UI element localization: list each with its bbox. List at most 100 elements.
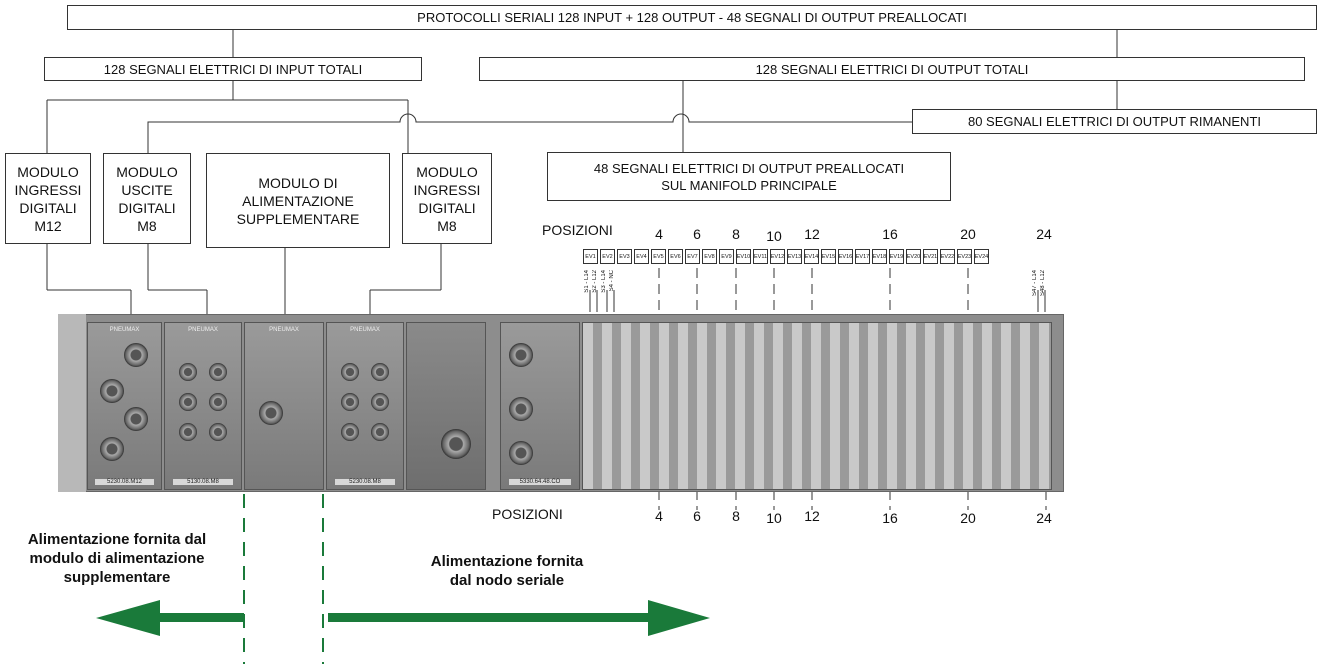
module-code: 5230.08.M8 bbox=[335, 479, 396, 485]
position-number: 8 bbox=[732, 508, 740, 524]
ev-label: EV12 bbox=[770, 249, 785, 264]
ev-label: EV24 bbox=[974, 249, 989, 264]
connector-icon bbox=[179, 393, 197, 411]
position-number: 4 bbox=[655, 508, 663, 524]
brand-label: PNEUMAX bbox=[245, 327, 323, 333]
ev-label: EV10 bbox=[736, 249, 751, 264]
output-remaining-label: 80 SEGNALI ELETTRICI DI OUTPUT RIMANENTI bbox=[968, 113, 1261, 130]
position-number: 24 bbox=[1036, 510, 1052, 526]
input-total-box: 128 SEGNALI ELETTRICI DI INPUT TOTALI bbox=[44, 57, 422, 81]
module-output-m8: PNEUMAX 5130.08.M8 bbox=[164, 322, 242, 490]
connector-icon bbox=[371, 363, 389, 381]
ev-label: EV11 bbox=[753, 249, 768, 264]
position-number: 16 bbox=[882, 226, 898, 242]
module-box-output-m8: MODULO USCITE DIGITALI M8 bbox=[103, 153, 191, 244]
position-number: 10 bbox=[766, 228, 782, 244]
cap-icon bbox=[441, 429, 471, 459]
position-number: 12 bbox=[804, 508, 820, 524]
side-tag: S4 - NC bbox=[609, 270, 615, 291]
connector-icon bbox=[341, 393, 359, 411]
module-label-power: MODULO DI ALIMENTAZIONE SUPPLEMENTARE bbox=[237, 174, 360, 228]
module-code: 5130.08.M8 bbox=[173, 479, 234, 485]
connector-icon bbox=[371, 423, 389, 441]
connector-icon bbox=[341, 423, 359, 441]
position-number: 20 bbox=[960, 510, 976, 526]
side-tag: S3 - L14 bbox=[601, 270, 607, 293]
brand-label: PNEUMAX bbox=[327, 327, 403, 333]
ev-label: EV5 bbox=[651, 249, 666, 264]
side-tag: S1 - L14 bbox=[584, 270, 590, 293]
blank-plate bbox=[406, 322, 486, 490]
position-number: 8 bbox=[732, 226, 740, 242]
module-label-input-m8: MODULO INGRESSI DIGITALI M8 bbox=[414, 163, 481, 235]
ev-label: EV3 bbox=[617, 249, 632, 264]
ev-label: EV7 bbox=[685, 249, 700, 264]
module-box-input-m8: MODULO INGRESSI DIGITALI M8 bbox=[402, 153, 492, 244]
position-number: 12 bbox=[804, 226, 820, 242]
ev-label: EV19 bbox=[889, 249, 904, 264]
position-number: 20 bbox=[960, 226, 976, 242]
output-total-label: 128 SEGNALI ELETTRICI DI OUTPUT TOTALI bbox=[756, 61, 1029, 78]
position-number: 4 bbox=[655, 226, 663, 242]
connector-icon bbox=[100, 379, 124, 403]
position-number: 6 bbox=[693, 508, 701, 524]
connector-icon bbox=[179, 423, 197, 441]
connector-icon bbox=[509, 441, 533, 465]
ev-label: EV9 bbox=[719, 249, 734, 264]
ev-label: EV22 bbox=[940, 249, 955, 264]
input-total-label: 128 SEGNALI ELETTRICI DI INPUT TOTALI bbox=[104, 61, 362, 78]
ev-label: EV2 bbox=[600, 249, 615, 264]
connector-icon bbox=[209, 363, 227, 381]
output-total-box: 128 SEGNALI ELETTRICI DI OUTPUT TOTALI bbox=[479, 57, 1305, 81]
valve-manifold bbox=[582, 322, 1052, 490]
connector-icon bbox=[371, 393, 389, 411]
module-label-input-m12: MODULO INGRESSI DIGITALI M12 bbox=[15, 163, 82, 235]
position-number: 10 bbox=[766, 510, 782, 526]
module-box-power: MODULO DI ALIMENTAZIONE SUPPLEMENTARE bbox=[206, 153, 390, 248]
connector-icon bbox=[259, 401, 283, 425]
ev-label: EV20 bbox=[906, 249, 921, 264]
ev-label: EV15 bbox=[821, 249, 836, 264]
output-remaining-box: 80 SEGNALI ELETTRICI DI OUTPUT RIMANENTI bbox=[912, 109, 1317, 134]
ev-label: EV1 bbox=[583, 249, 598, 264]
caption-right: Alimentazione fornita dal nodo seriale bbox=[392, 552, 622, 590]
ev-label: EV16 bbox=[838, 249, 853, 264]
ev-label-row: EV1 EV2 EV3 EV4 EV5 EV6 EV7 EV8 EV9 EV10… bbox=[583, 249, 989, 264]
ev-label: EV8 bbox=[702, 249, 717, 264]
ev-label: EV4 bbox=[634, 249, 649, 264]
output-prealloc-label: 48 SEGNALI ELETTRICI DI OUTPUT PREALLOCA… bbox=[594, 160, 904, 194]
side-tag: S48 - L12 bbox=[1040, 270, 1046, 296]
connector-icon bbox=[509, 397, 533, 421]
side-tag: S47 - L14 bbox=[1032, 270, 1038, 296]
position-number: 16 bbox=[882, 510, 898, 526]
brand-label: PNEUMAX bbox=[88, 327, 161, 333]
end-plate-left bbox=[58, 314, 86, 492]
module-input-m8: PNEUMAX 5230.08.M8 bbox=[326, 322, 404, 490]
connector-icon bbox=[209, 423, 227, 441]
module-box-input-m12: MODULO INGRESSI DIGITALI M12 bbox=[5, 153, 91, 244]
connector-icon bbox=[341, 363, 359, 381]
position-number: 24 bbox=[1036, 226, 1052, 242]
output-prealloc-box: 48 SEGNALI ELETTRICI DI OUTPUT PREALLOCA… bbox=[547, 152, 951, 201]
position-number: 6 bbox=[693, 226, 701, 242]
caption-left: Alimentazione fornita dal modulo di alim… bbox=[2, 530, 232, 587]
top-bus-label: PROTOCOLLI SERIALI 128 INPUT + 128 OUTPU… bbox=[417, 9, 967, 26]
connector-icon bbox=[124, 407, 148, 431]
ev-label: EV18 bbox=[872, 249, 887, 264]
serial-node: 5330.64.48.CO bbox=[500, 322, 580, 490]
module-input-m12: PNEUMAX 5230.08.M12 bbox=[87, 322, 162, 490]
ev-label: EV13 bbox=[787, 249, 802, 264]
module-label-output-m8: MODULO USCITE DIGITALI M8 bbox=[116, 163, 177, 235]
connector-icon bbox=[179, 363, 197, 381]
brand-label: PNEUMAX bbox=[165, 327, 241, 333]
module-code: 5230.08.M12 bbox=[95, 479, 153, 485]
positions-label-top: POSIZIONI bbox=[542, 222, 613, 238]
ev-label: EV23 bbox=[957, 249, 972, 264]
positions-label-bottom: POSIZIONI bbox=[492, 506, 563, 522]
connector-icon bbox=[509, 343, 533, 367]
top-bus-box: PROTOCOLLI SERIALI 128 INPUT + 128 OUTPU… bbox=[67, 5, 1317, 30]
ev-label: EV14 bbox=[804, 249, 819, 264]
node-code: 5330.64.48.CO bbox=[509, 479, 571, 485]
ev-label: EV21 bbox=[923, 249, 938, 264]
ev-label: EV17 bbox=[855, 249, 870, 264]
